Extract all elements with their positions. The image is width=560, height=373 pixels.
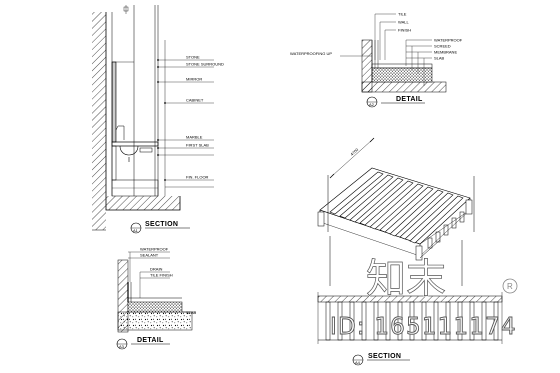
- section-d-marker-number: A4: [355, 360, 361, 365]
- section-a-callout-1: STONE: [186, 55, 200, 60]
- section-a-counter: [111, 141, 159, 147]
- detail-c-callout-bottom: SLAB: [186, 310, 197, 315]
- detail-c-callout-right-2: TILE FINISH: [150, 273, 173, 278]
- detail-c-title: DETAIL: [137, 337, 164, 344]
- section-a-title: SECTION: [145, 221, 178, 228]
- watermark-id: ID: 165111174: [330, 314, 517, 340]
- detail-c-callout-2: SEALANT: [140, 253, 159, 258]
- detail-c-slab: [117, 311, 193, 331]
- section-a-wall-hatch: [92, 12, 106, 230]
- section-a-callout-4: CABINET: [186, 98, 204, 103]
- detail-c-drawing: WATERPROOF SEALANT DRAIN TILE FINISH SLA…: [116, 247, 197, 350]
- section-a-drawing: STONE STONE SURROUND MIRROR CABINET MARB…: [92, 5, 224, 234]
- detail-c-callout-1: WATERPROOF: [140, 247, 169, 252]
- section-a-mirror: [111, 61, 117, 143]
- section-a-callout-7: FIN. FLOOR: [186, 175, 209, 180]
- section-a-callout-3: MIRROR: [186, 77, 202, 82]
- detail-c-marker-number: A3: [119, 344, 125, 349]
- section-d-top-dimension: 4700: [349, 147, 360, 157]
- section-a-callout-5: MARBLE: [186, 135, 203, 140]
- detail-c-screed: [127, 301, 183, 313]
- detail-b-callout-top-1: TILE: [398, 12, 407, 17]
- watermark-circle-r-icon: [502, 278, 518, 294]
- detail-b-screed: [371, 67, 433, 83]
- detail-c-callout-right-1: DRAIN: [150, 267, 163, 272]
- watermark-r-glyph: R: [507, 282, 513, 291]
- section-a-callout-2: STONE SURROUND: [186, 62, 224, 67]
- detail-b-callout-top-2: WALL: [398, 20, 410, 25]
- watermark: 知末 知末 R ID: 165111174: [330, 255, 518, 340]
- section-d-title: SECTION: [368, 353, 401, 360]
- detail-b-callout-right-1: WATERPROOF: [434, 38, 463, 43]
- detail-b-callout-right-4: SLAB: [434, 56, 445, 61]
- detail-b-callout-left: WATERPROOFING UP: [290, 51, 332, 56]
- section-a-floor-slab: [106, 196, 180, 210]
- detail-b-callout-right-2: SCREED: [434, 44, 451, 49]
- detail-b-title: DETAIL: [396, 96, 423, 103]
- watermark-logo-outline: 知末: [366, 256, 446, 302]
- detail-b-drawing: TILE WALL FINISH WATERPROOF SCREED MEMBR…: [290, 12, 463, 108]
- section-d-drawing: 4700: [317, 137, 503, 366]
- detail-b-marker-number: A2: [369, 102, 375, 107]
- detail-b-slab: [361, 81, 447, 93]
- watermark-logo: 知末: [366, 256, 446, 302]
- detail-b-callout-top-3: FINISH: [398, 28, 411, 33]
- section-d-slats: [329, 171, 464, 244]
- section-a-marker-number: A1: [133, 228, 139, 233]
- section-a-callout-6: FIRST SLAB: [186, 143, 209, 148]
- detail-b-callout-right-3: MEMBRANE: [434, 50, 457, 55]
